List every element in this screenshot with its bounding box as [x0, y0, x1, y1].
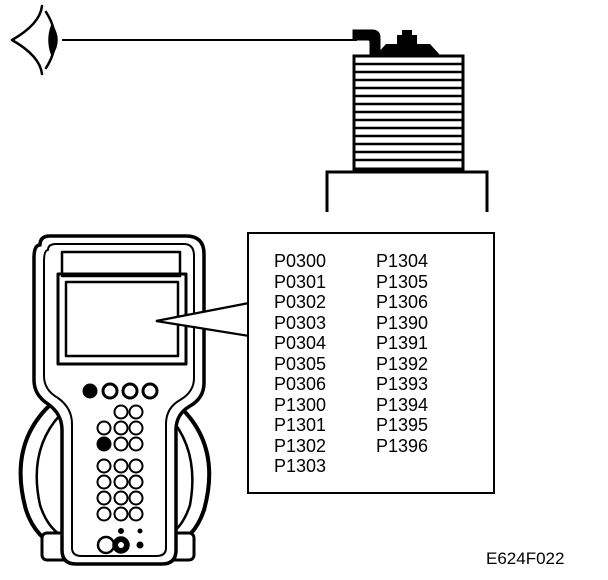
dtc-code: P1396: [376, 435, 429, 456]
eye-icon: [10, 4, 58, 76]
dtc-code: P0302: [274, 292, 327, 312]
dtc-code: P1303: [274, 456, 327, 476]
dtc-code: P1390: [376, 312, 429, 333]
dtc-list-left-column: P0300 P0301 P0302 P0303 P0304 P0305 P030…: [274, 251, 326, 477]
dtc-code: P1302: [274, 435, 327, 456]
dtc-code: P1301: [274, 415, 327, 435]
dtc-code: P1304: [376, 251, 429, 271]
dtc-code: P0303: [274, 312, 327, 333]
dtc-code: P1305: [376, 271, 429, 292]
dtc-code: P0300: [274, 251, 327, 271]
dtc-code: P1306: [376, 292, 429, 312]
dtc-code: P1394: [376, 394, 429, 415]
dtc-code: P0306: [274, 374, 327, 394]
dtc-code: P1391: [376, 333, 429, 353]
figure-id: E624F022: [486, 549, 565, 568]
dtc-list-right-column: P1304 P1305 P1306 P1390 P1391 P1392 P139…: [376, 251, 428, 456]
dtc-code: P0305: [274, 353, 327, 374]
scan-tool-icon: [18, 234, 212, 566]
dtc-code: P0304: [274, 333, 327, 353]
dtc-code: P1395: [376, 415, 429, 435]
dtc-code: P1393: [376, 374, 429, 394]
spark-plug-icon: [325, 29, 489, 212]
dtc-list-box: P0300 P0301 P0302 P0303 P0304 P0305 P030…: [247, 232, 495, 494]
dtc-code: P0301: [274, 271, 327, 292]
dtc-code: P1300: [274, 394, 327, 415]
dtc-code: P1392: [376, 353, 429, 374]
